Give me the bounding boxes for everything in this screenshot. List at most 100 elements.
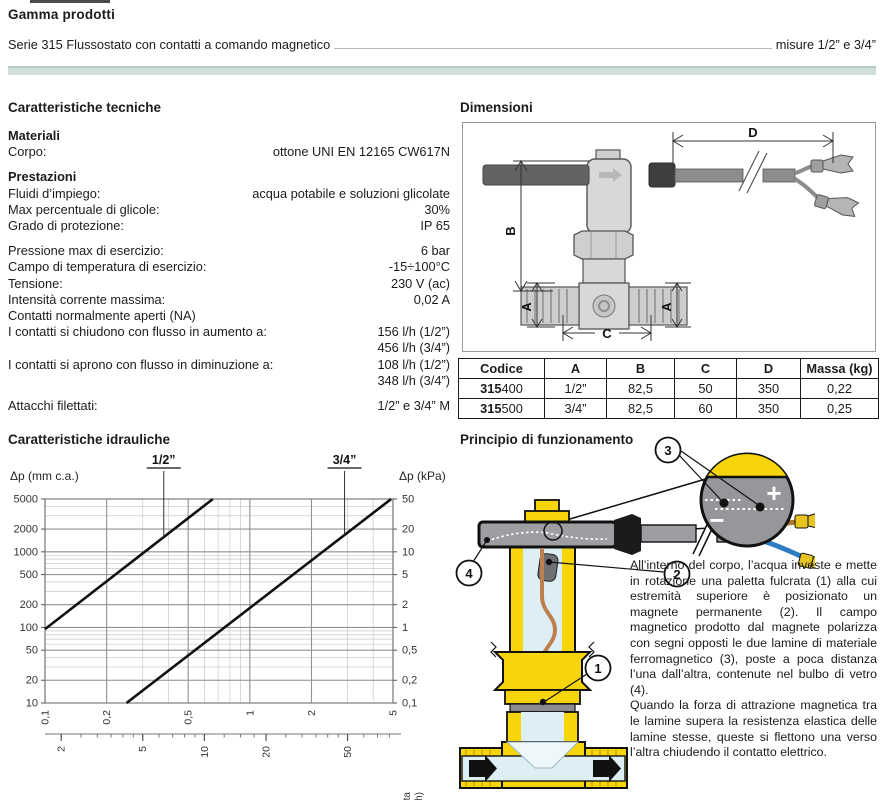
threaded-connection — [520, 286, 580, 326]
codice-cell: 315500 — [458, 398, 545, 419]
spec-label: Intensità corrente massima: — [8, 291, 166, 307]
spec-row: I contatti si chiudono con flusso in aum… — [8, 324, 450, 340]
spec-label: Campo di temperatura di esercizio: — [8, 259, 207, 275]
spec-value: 348 l/h (3/4”) — [377, 372, 450, 388]
dim-label-a-right: A — [660, 302, 674, 311]
dim-line-c — [562, 315, 652, 341]
spec-label: Grado di protezione: — [8, 218, 124, 234]
spec-value: IP 65 — [420, 218, 450, 234]
codice-series: 315 — [480, 401, 502, 416]
dim-line-b — [513, 160, 589, 292]
sensor-bulb-housing — [477, 520, 618, 549]
spec-label: Pressione max di esercizio: — [8, 243, 164, 259]
leader-line — [334, 47, 772, 49]
svg-text:1000: 1000 — [14, 546, 38, 558]
spec-label: Tensione: — [8, 275, 63, 291]
dim-label-a-left: A — [520, 302, 534, 311]
codice-variant: 500 — [501, 401, 523, 416]
spec-label: Fluidi d’impiego: — [8, 185, 101, 201]
series-subtitle: Serie 315 Flussostato con contatti a com… — [8, 37, 331, 52]
codice-variant: 400 — [501, 381, 523, 396]
svg-text:500: 500 — [20, 569, 38, 581]
svg-text:2: 2 — [306, 710, 318, 716]
polarity-minus-label: − — [709, 505, 724, 535]
svg-text:100: 100 — [20, 622, 38, 634]
svg-text:0,1: 0,1 — [40, 710, 52, 725]
svg-text:5000: 5000 — [14, 494, 38, 506]
page-crop-artifact — [30, 0, 110, 3]
spec-label: Corpo: — [8, 144, 47, 160]
table-cell: 0,22 — [800, 378, 879, 399]
spec-value: 6 bar — [420, 243, 450, 259]
table-cell: 350 — [736, 398, 801, 419]
table-cell: 350 — [736, 378, 801, 399]
callout-3: 3 — [664, 443, 671, 458]
svg-text:5: 5 — [402, 569, 408, 581]
dim-label-d: D — [748, 125, 757, 140]
dim-line-d — [672, 132, 834, 167]
threaded-connection — [628, 286, 688, 326]
callout-1: 1 — [594, 661, 601, 676]
spec-value: acqua potabile e soluzioni glicolate — [252, 185, 450, 201]
spec-value: 230 V (ac) — [390, 275, 450, 291]
svg-text:0,2: 0,2 — [402, 675, 417, 687]
spec-group-heading: Prestazioni — [8, 169, 77, 185]
spec-row: Contatti normalmente aperti (NA) — [8, 308, 450, 324]
spec-value: 156 l/h (1/2”) — [377, 324, 450, 340]
spec-label: I contatti si chiudono con flusso in aum… — [8, 324, 267, 340]
heading-caratteristiche-tecniche: Caratteristiche tecniche — [8, 100, 162, 115]
codice-series: 315 — [480, 381, 502, 396]
spade-terminal-icon — [797, 552, 815, 577]
spec-label: Contatti normalmente aperti (NA) — [8, 308, 196, 324]
spec-label: Attacchi filettati: — [8, 398, 98, 414]
svg-text:20: 20 — [261, 746, 273, 758]
page-title: Gamma prodotti — [8, 7, 116, 22]
spade-terminal-icon — [794, 513, 815, 529]
flow-arrow-in — [469, 755, 497, 782]
table-cell: 3/4” — [544, 398, 607, 419]
svg-text:(l/min) (m³/h): (l/min) (m³/h) — [414, 792, 425, 800]
table-cell: 60 — [674, 398, 737, 419]
svg-text:2: 2 — [56, 746, 68, 752]
dim-line-a-right — [665, 282, 691, 328]
dimension-drawing: D B A A C — [482, 125, 860, 341]
table-header: Codice — [458, 358, 545, 379]
spec-value: 456 l/h (3/4”) — [377, 340, 450, 356]
spec-row: Tensione: 230 V (ac) — [8, 276, 450, 292]
principle-paragraph: Quando la forza di attrazione magnetica … — [630, 698, 877, 760]
spec-row: Max percentuale di glicole:30% — [8, 202, 450, 218]
svg-text:0,5: 0,5 — [402, 645, 417, 657]
svg-text:50: 50 — [342, 746, 354, 758]
svg-text:1: 1 — [244, 710, 256, 716]
spade-terminal-icon — [810, 154, 854, 174]
flow-arrow-out — [593, 755, 621, 782]
brand-logo-mark — [592, 294, 616, 318]
svg-text:20: 20 — [402, 524, 414, 536]
table-header: B — [606, 358, 675, 379]
principle-paragraph: All’interno del corpo, l’acqua investe e… — [630, 558, 877, 697]
table-header: D — [736, 358, 801, 379]
spec-row: Intensità corrente massima:0,02 A — [8, 292, 450, 308]
spec-row: 348 l/h (3/4”) — [8, 373, 450, 389]
spec-value: -15÷100°C — [388, 259, 450, 275]
dim-label-c: C — [602, 326, 612, 341]
svg-text:Δp (mm c.a.): Δp (mm c.a.) — [10, 469, 79, 483]
table-cell: 82,5 — [606, 378, 675, 399]
svg-text:10: 10 — [402, 546, 414, 558]
spec-group: Attacchi filettati:1/2” e 3/4” M — [8, 398, 450, 414]
spec-row: Grado di protezione: IP 65 — [8, 218, 450, 234]
spec-label: Max percentuale di glicole: — [8, 201, 160, 217]
codice-cell: 315400 — [458, 378, 545, 399]
heading-dimensioni: Dimensioni — [460, 100, 533, 115]
svg-text:1/2”: 1/2” — [152, 453, 176, 467]
svg-text:3/4”: 3/4” — [333, 453, 357, 467]
callout-2: 2 — [673, 567, 680, 582]
dim-line-a-left — [527, 282, 555, 328]
svg-text:5: 5 — [137, 746, 149, 752]
